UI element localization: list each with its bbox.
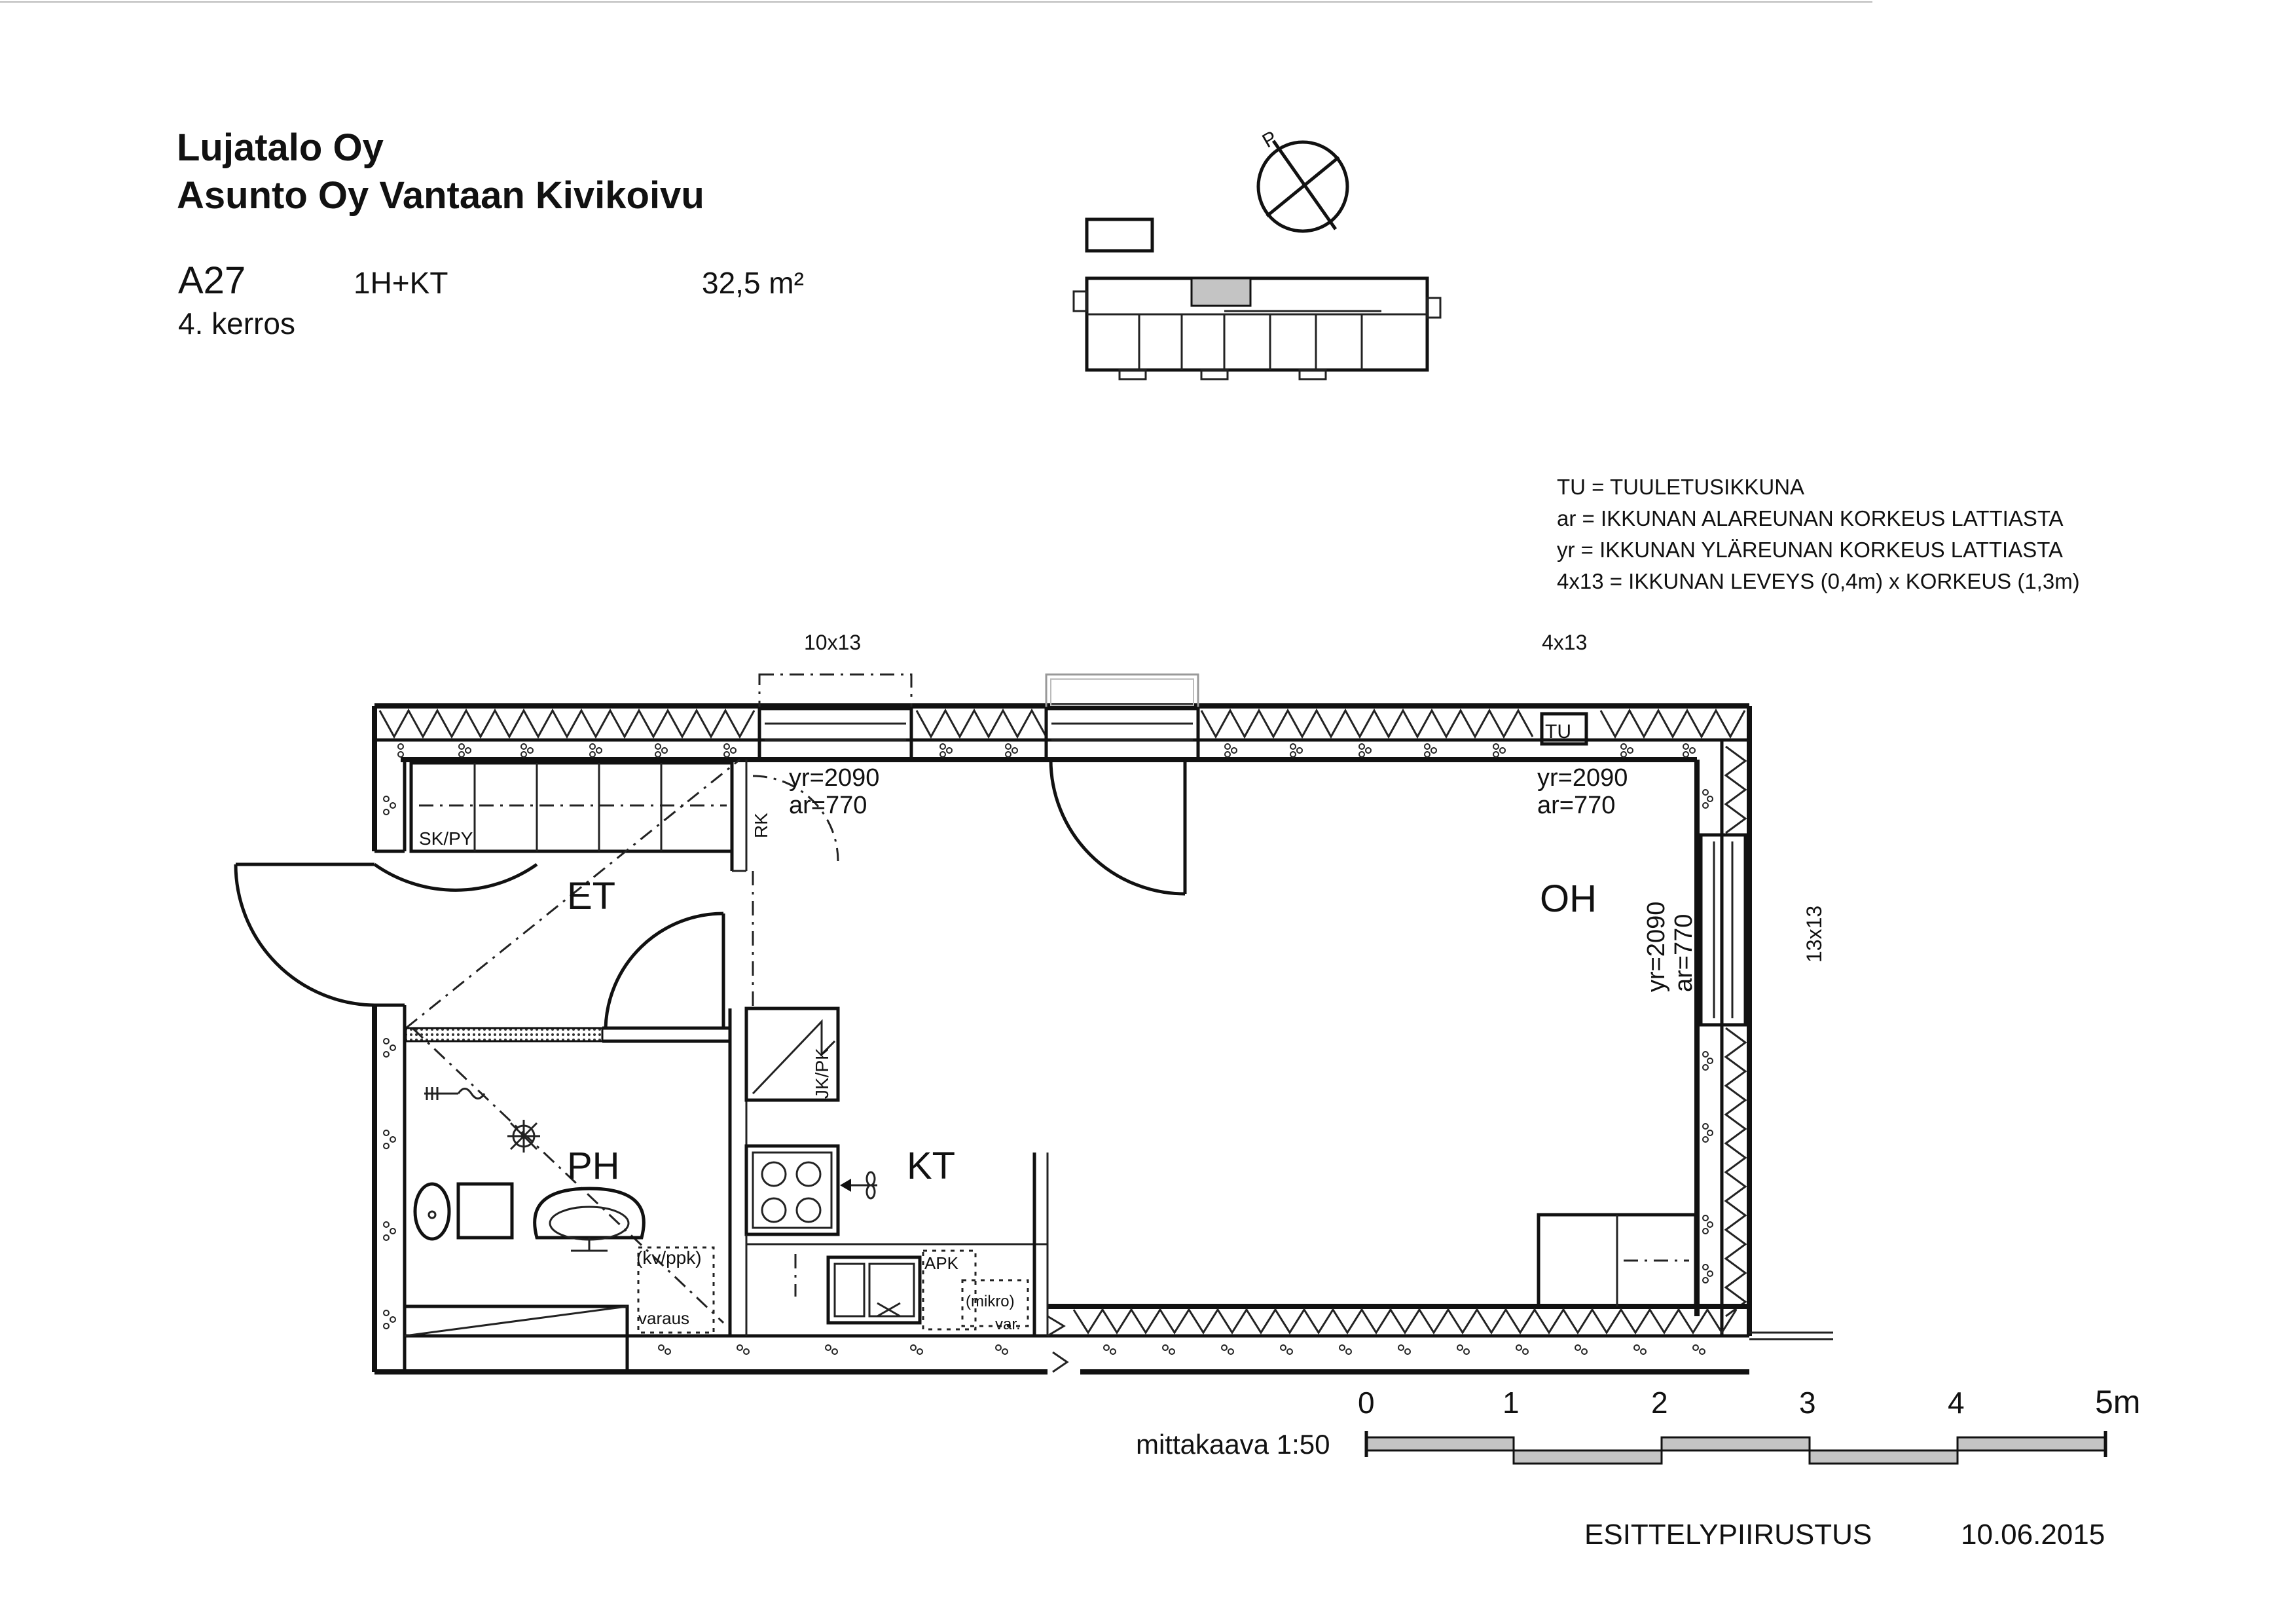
scale-bar: 0 1 2 3 4 5m mittakaava 1:50 [1136, 1384, 2140, 1465]
room-label-ph: PH [567, 1145, 620, 1187]
sink-icon [533, 1187, 646, 1252]
window-ar-label: ar=770 [1537, 792, 1615, 819]
apartment-code: A27 [178, 259, 246, 302]
mikro-label: (mikro) [966, 1293, 1015, 1310]
drawing-title: ESITTELYPIIRUSTUS [1584, 1519, 1872, 1551]
window-size-label: 4x13 [1542, 631, 1587, 654]
window-ar-label: ar=770 [789, 792, 867, 819]
jk-pk-label: JK/PK [812, 1048, 832, 1099]
rk-label: RK [751, 813, 771, 838]
key-plan [1072, 217, 1442, 380]
varaus-label: varaus [638, 1308, 689, 1328]
extractor-icon [840, 1171, 877, 1200]
scale-tick: 2 [1651, 1386, 1668, 1420]
project-name: Asunto Oy Vantaan Kivikoivu [177, 174, 704, 217]
legend-line: yr = IKKUNAN YLÄREUNAN KORKEUS LATTIASTA [1557, 538, 2063, 562]
legend-line: TU = TUULETUSIKKUNA [1557, 475, 1804, 499]
legend-line: 4x13 = IKKUNAN LEVEYS (0,4m) x KORKEUS (… [1557, 569, 2080, 593]
legend: TU = TUULETUSIKKUNA ar = IKKUNAN ALAREUN… [1557, 475, 2080, 593]
wardrobe-label: SK/PY [419, 828, 473, 849]
apk-label: APK [924, 1253, 959, 1273]
window-size-label: 13x13 [1802, 906, 1826, 963]
apartment-area: 32,5 m² [702, 266, 804, 300]
window-size-label: 10x13 [804, 631, 861, 654]
room-label-et: ET [567, 875, 615, 917]
scale-tick: 1 [1503, 1386, 1520, 1420]
scale-tick: 5m [2095, 1384, 2140, 1420]
compass-icon: P [1256, 127, 1349, 233]
room-label-oh: OH [1540, 877, 1597, 920]
tu-label: TU [1545, 721, 1571, 743]
window-ar-label: ar=770 [1670, 914, 1698, 992]
legend-line: ar = IKKUNAN ALAREUNAN KORKEUS LATTIASTA [1557, 506, 2064, 530]
toilet-icon [413, 1182, 514, 1241]
floor-label: 4. kerros [178, 306, 295, 341]
window-yr-label: yr=2090 [789, 764, 879, 792]
drawing-date: 10.06.2015 [1961, 1519, 2105, 1551]
apartment-type: 1H+KT [354, 266, 448, 300]
apartment-plan: TU [234, 673, 1833, 1375]
var-label: var. [995, 1316, 1021, 1333]
kv-ppk-label: (kv/ppk) [636, 1247, 702, 1268]
scale-tick: 4 [1948, 1386, 1965, 1420]
window-yr-label: yr=2090 [1537, 764, 1628, 792]
scale-label: mittakaava 1:50 [1136, 1429, 1330, 1460]
room-label-kt: KT [907, 1145, 955, 1187]
shower-icon [424, 1087, 486, 1100]
scale-tick: 0 [1358, 1386, 1375, 1420]
window-yr-label: yr=2090 [1643, 902, 1670, 992]
light-icon [507, 1120, 540, 1153]
company-name: Lujatalo Oy [177, 126, 384, 169]
scale-tick: 3 [1799, 1386, 1816, 1420]
